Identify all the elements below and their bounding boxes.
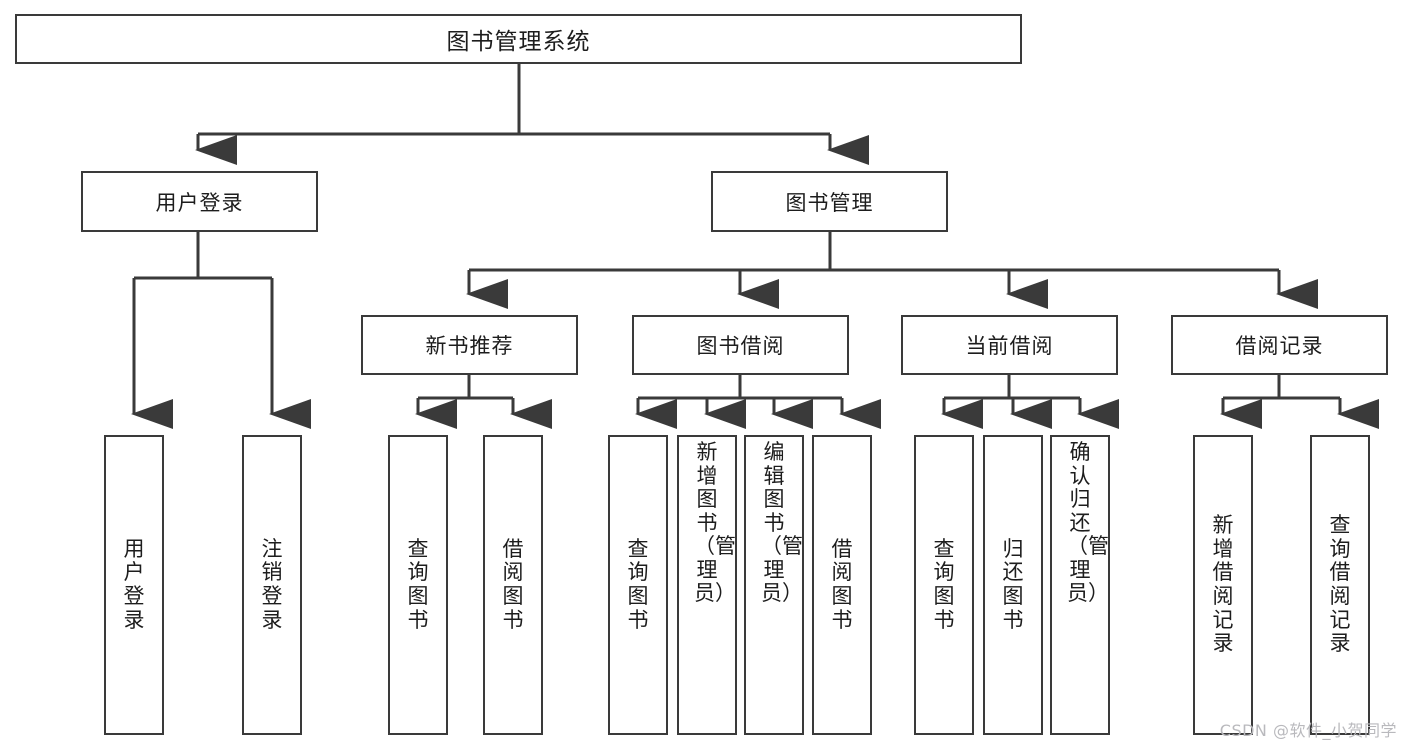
node-current-borrow-label: 当前借阅 <box>965 334 1054 358</box>
leaf-book-borrow-add-book-admin[interactable]: 新增图书（管理员） <box>677 435 737 735</box>
node-new-book-recommend-label: 新书推荐 <box>425 334 514 358</box>
leaf-book-borrow-edit-book-admin[interactable]: 编辑图书（管理员） <box>744 435 804 735</box>
leaf-label: 借阅图书 <box>831 536 853 632</box>
csdn-watermark: CSDN @软件_小贺同学 <box>1219 721 1397 740</box>
node-root-library-system[interactable]: 图书管理系统 <box>15 14 1022 64</box>
leaf-book-borrow-borrow-books[interactable]: 借阅图书 <box>812 435 872 735</box>
node-book-borrow-label: 图书借阅 <box>696 334 785 358</box>
leaf-user-login-logout[interactable]: 注销登录 <box>242 435 302 735</box>
leaf-label: 确认归还（管理员） <box>1067 440 1109 606</box>
leaf-label: 新增图书（管理员） <box>694 440 736 606</box>
leaf-label: 归还图书 <box>1002 536 1024 632</box>
node-root-label: 图书管理系统 <box>446 29 591 55</box>
node-user-login[interactable]: 用户登录 <box>81 171 318 232</box>
leaf-label: 编辑图书（管理员） <box>761 440 803 606</box>
node-book-management-label: 图书管理 <box>785 190 874 215</box>
leaf-label: 查询图书 <box>407 536 429 632</box>
leaf-current-borrow-query-books[interactable]: 查询图书 <box>914 435 974 735</box>
node-current-borrow[interactable]: 当前借阅 <box>901 315 1118 375</box>
node-book-borrow[interactable]: 图书借阅 <box>632 315 849 375</box>
leaf-label: 查询借阅记录 <box>1329 513 1351 656</box>
leaf-borrow-record-add-record[interactable]: 新增借阅记录 <box>1193 435 1253 735</box>
leaf-label: 查询图书 <box>627 536 649 632</box>
leaf-label: 查询图书 <box>933 536 955 632</box>
leaf-current-borrow-confirm-return-admin[interactable]: 确认归还（管理员） <box>1050 435 1110 735</box>
node-borrow-record[interactable]: 借阅记录 <box>1171 315 1388 375</box>
node-user-login-label: 用户登录 <box>155 190 244 215</box>
node-new-book-recommend[interactable]: 新书推荐 <box>361 315 578 375</box>
leaf-current-borrow-return-books[interactable]: 归还图书 <box>983 435 1043 735</box>
leaf-new-book-query-books[interactable]: 查询图书 <box>388 435 448 735</box>
leaf-label: 用户登录 <box>123 536 145 632</box>
leaf-label: 借阅图书 <box>502 536 524 632</box>
leaf-label: 新增借阅记录 <box>1212 513 1234 656</box>
leaf-borrow-record-query-record[interactable]: 查询借阅记录 <box>1310 435 1370 735</box>
leaf-new-book-borrow-books[interactable]: 借阅图书 <box>483 435 543 735</box>
node-book-management[interactable]: 图书管理 <box>711 171 948 232</box>
leaf-label: 注销登录 <box>261 536 283 632</box>
leaf-user-login-login[interactable]: 用户登录 <box>104 435 164 735</box>
leaf-book-borrow-query-books[interactable]: 查询图书 <box>608 435 668 735</box>
node-borrow-record-label: 借阅记录 <box>1235 334 1324 358</box>
